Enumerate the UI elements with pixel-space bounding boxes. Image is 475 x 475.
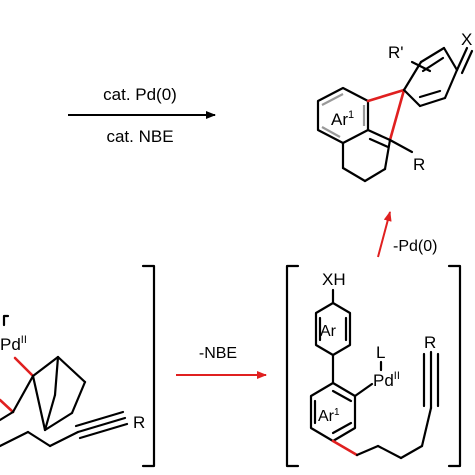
bottom-ar-label: Ar1	[318, 407, 340, 425]
product-r-label: R	[413, 155, 425, 174]
pd-release-label: -Pd(0)	[393, 238, 437, 255]
xh-label: XH	[322, 270, 346, 289]
product-structure: Ar1 R X R'	[316, 30, 474, 183]
pd-release-arrow: -Pd(0)	[377, 211, 437, 258]
product-rprime-label: R'	[388, 43, 404, 62]
right-pd-label: PdII	[373, 370, 400, 390]
ligand-l-label: L	[376, 343, 385, 362]
top-ar-label: Ar	[320, 323, 337, 340]
cocatalyst-label: cat. NBE	[106, 127, 173, 146]
nbe-release-label: -NBE	[199, 345, 237, 362]
nbe-release-arrow: -NBE	[176, 345, 267, 379]
product-ar-label: Ar1	[331, 109, 354, 129]
left-pd-label: PdII	[0, 334, 27, 354]
product-x-label: X	[461, 30, 472, 49]
left-intermediate: PdII R	[0, 264, 156, 468]
left-r-label: R	[133, 413, 145, 432]
right-r-label: R	[424, 333, 436, 352]
top-reaction-arrow: cat. Pd(0) cat. NBE	[68, 85, 216, 146]
right-intermediate: XH Ar Ar1 PdII L R	[285, 264, 462, 468]
catalyst-label: cat. Pd(0)	[103, 85, 177, 104]
